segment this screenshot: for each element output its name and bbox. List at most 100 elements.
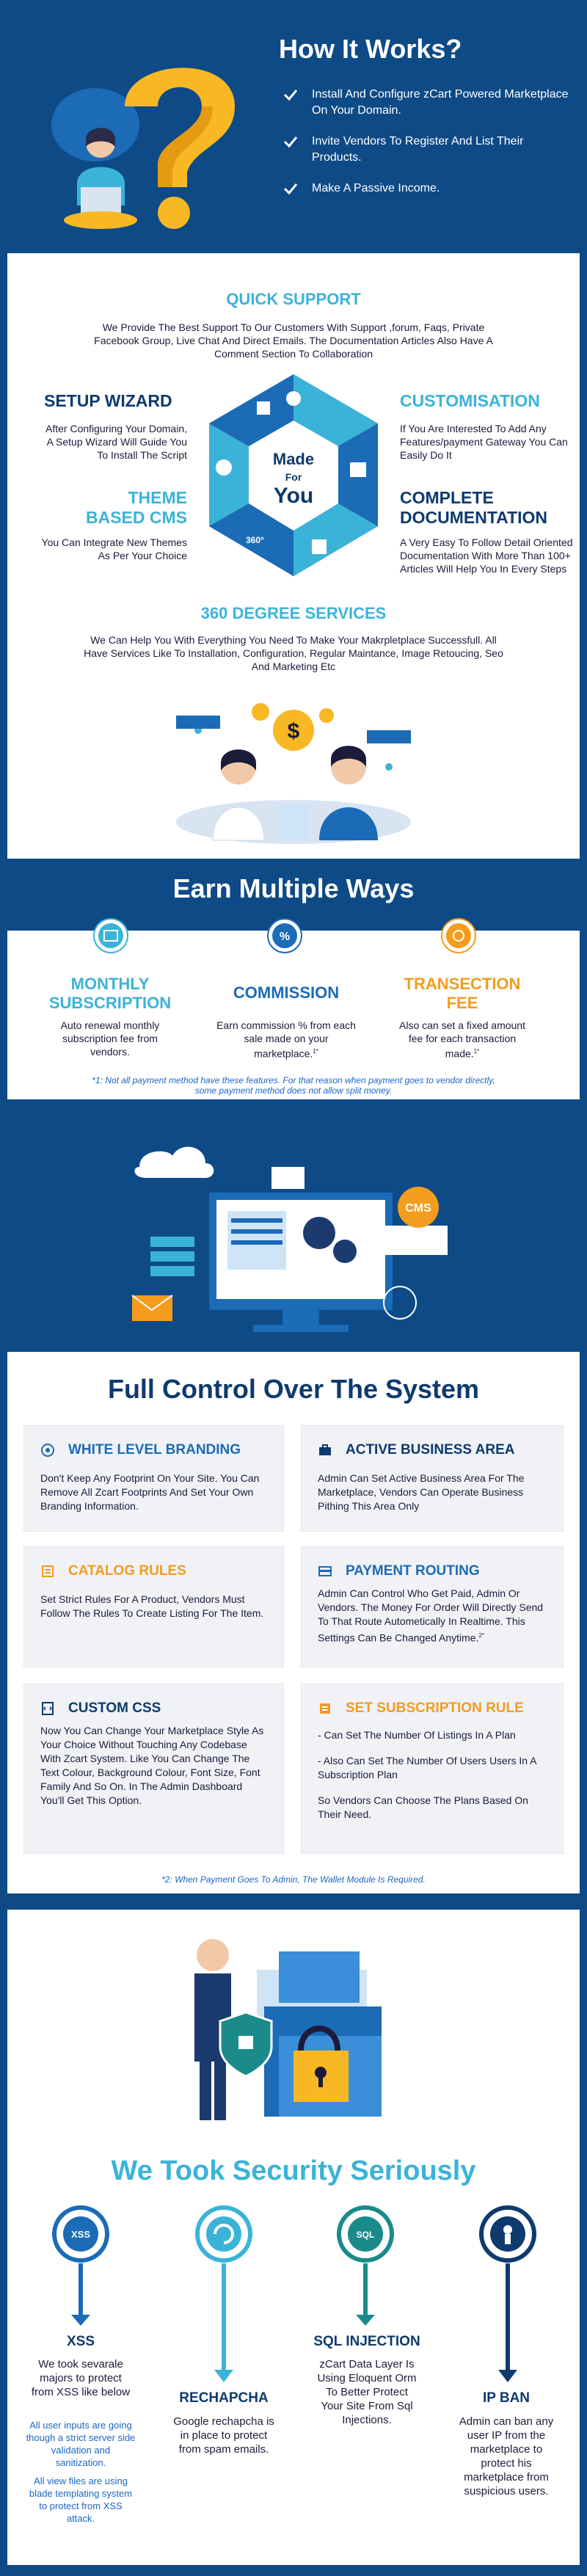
catalog-icon [42,1565,54,1577]
hero-title: How It Works? [279,34,462,64]
documentation-title-line: COMPLETE [400,488,494,507]
check-icon [283,183,298,195]
wheel-360-label: 360° [246,535,264,545]
documentation-title: COMPLETE DOCUMENTATION [400,488,547,528]
earn-footnote: *1: Not all payment method have these fe… [92,1075,495,1096]
setup-wizard-text: After Configuring Your Domain, A Setup W… [45,423,187,461]
monthly-subscription-text: Auto renewal monthly subscription fee fr… [60,1019,160,1058]
xss-text: We took sevarale majors to protect from … [31,2358,131,2398]
security-title: We Took Security Seriously [111,2155,476,2186]
theme-cms-text: You Can Integrate New Themes As Per Your… [41,536,187,561]
setup-wizard-title: SETUP WIZARD [44,391,172,410]
control-card-title-text: WHITE LEVEL BRANDING [68,1442,241,1458]
subscription-icon [93,918,128,953]
theme-cms-title-line: BASED CMS [85,508,187,527]
recaptcha-icon [195,2205,252,2382]
security-illustration [194,1939,382,2120]
commission-icon: % [267,918,302,953]
ip-ban-text: Admin can ban any user IP from the marke… [459,2415,554,2497]
control-card-text: Don't Keep Any Footprint On Your Site. Y… [40,1472,260,1512]
payment-footnote-mark: 2* [478,1632,485,1639]
control-card-branding: WHITE LEVEL BRANDING Don't Keep Any Foot… [23,1425,284,1532]
transaction-fee-text: Also can set a fixed amount fee for each… [393,1019,532,1060]
customisation-text: If You Are Interested To Add Any Feature… [400,423,568,461]
transaction-fee-icon [441,918,476,953]
hero-item-text: Invite Vendors To Register And List Thei… [312,135,524,164]
wheel-center-line: Made [273,450,314,468]
documentation-text: A Very Easy To Follow Detail Oriented Do… [400,536,573,575]
cms-computer-illustration: CMS [131,1146,448,1332]
control-card-line: - Can Set The Number Of Listings In A Pl… [318,1729,516,1741]
transaction-fee-title-line: FEE [446,994,478,1012]
sql-injection-text: zCart Data Layer Is Using Eloquent Orm T… [317,2358,417,2426]
control-panel: Full Control Over The System WHITE LEVEL… [7,1352,580,1893]
sql-badge: SQL [357,2230,375,2240]
cms-badge: CMS [405,1202,431,1215]
security-panel: We Took Security Seriously XSS XSS We to… [7,1910,580,2565]
hero-list-item: Invite Vendors To Register And List Thei… [282,134,576,166]
recaptcha-text: Google rechapcha is in place to protect … [173,2415,274,2456]
xss-blue-note-1: All user inputs are going though a stric… [26,2420,136,2468]
control-card-text: Admin Can Set Active Business Area For T… [318,1472,525,1512]
control-card-title-text: ACTIVE BUSINESS AREA [346,1442,515,1458]
control-card-title: ACTIVE BUSINESS AREA [318,1442,547,1458]
question-mark-illustration [51,68,235,229]
control-card-payment-routing: PAYMENT ROUTING Admin Can Control Who Ge… [301,1546,564,1667]
xss-title: XSS [66,2334,95,2349]
customisation-title: CUSTOMISATION [400,391,540,410]
xss-icon: XSS [52,2205,109,2326]
control-card-custom-css: CUSTOM CSS Now You Can Change Your Marke… [23,1684,284,1854]
control-card-catalog: CATALOG RULES Set Strict Rules For A Pro… [23,1546,284,1667]
commission-text: Earn commission % from each sale made on… [216,1019,356,1060]
transaction-fee-title-line: TRANSECTION [404,975,521,993]
control-card-title-text: CUSTOM CSS [68,1700,161,1716]
sql-injection-icon: SQL [337,2205,394,2326]
sql-injection-title: SQL INJECTION [313,2334,420,2349]
commission-footnote-mark: 1* [313,1048,318,1055]
hero-list-item: Install And Configure zCart Powered Mark… [282,87,576,119]
transaction-footnote-mark: 1* [473,1048,480,1055]
transaction-fee-text-body: Also can set a fixed amount fee for each… [399,1019,525,1060]
payment-routing-icon [318,1566,332,1576]
ip-ban-title: IP BAN [482,2390,531,2406]
theme-cms-title: THEME BASED CMS [37,488,187,528]
recaptcha-title: RECHAPCHA [179,2390,269,2406]
hero-item-text: Make A Passive Income. [312,182,440,194]
degree-services-text: We Can Help You With Everything You Need… [84,634,503,672]
control-card-text: Set Strict Rules For A Product, Vendors … [40,1593,264,1619]
transaction-fee-title: TRANSECTION FEE [382,975,543,1013]
svg-text:$: $ [288,719,300,743]
hero-list-item: Make A Passive Income. [282,181,576,197]
control-card-title: SET SUBSCRIPTION RULE [318,1700,547,1717]
degree-services-title: 360 DEGREE SERVICES [200,604,387,622]
support-people-illustration: $ [176,703,411,844]
ip-ban-icon [479,2205,536,2382]
services-wheel: 360° Made For You [209,374,378,576]
control-card-title: CATALOG RULES [40,1563,267,1579]
earn-title: Earn Multiple Ways [172,873,415,903]
control-card-text: Admin Can Control Who Get Paid, Admin Or… [318,1587,547,1645]
control-card-business-area: ACTIVE BUSINESS AREA Admin Can Set Activ… [301,1425,564,1532]
branding-icon [41,1444,54,1457]
subscription-rule-icon [320,1703,330,1714]
control-card-title-text: PAYMENT ROUTING [346,1563,480,1579]
control-card-title-text: SET SUBSCRIPTION RULE [346,1700,524,1716]
earn-panel: % MONTHLY SUBSCRIPTION Auto renewal mont… [7,918,580,1099]
control-title: Full Control Over The System [107,1374,480,1404]
svg-text:%: % [280,931,290,943]
monthly-subscription-title-line: SUBSCRIPTION [48,994,172,1012]
xss-blue-note-2: All view files are using blade templatin… [29,2475,133,2524]
check-icon [283,90,298,101]
wheel-center-line: You [274,484,313,508]
control-card-title-text: CATALOG RULES [68,1563,186,1579]
hero-section: How It Works? Install And Configure zCar… [0,0,587,239]
control-card-subscription-rule: SET SUBSCRIPTION RULE - Can Set The Numb… [301,1684,564,1854]
control-card-line: So Vendors Can Choose The Plans Based On… [318,1794,528,1820]
monthly-subscription-title-line: MONTHLY [70,975,150,993]
documentation-title-line: DOCUMENTATION [400,508,548,527]
support-panel: QUICK SUPPORT We Provide The Best Suppor… [7,253,580,859]
hero-list: Install And Configure zCart Powered Mark… [282,87,576,211]
check-icon [283,137,298,148]
hero-item-text: Install And Configure zCart Powered Mark… [312,88,569,117]
